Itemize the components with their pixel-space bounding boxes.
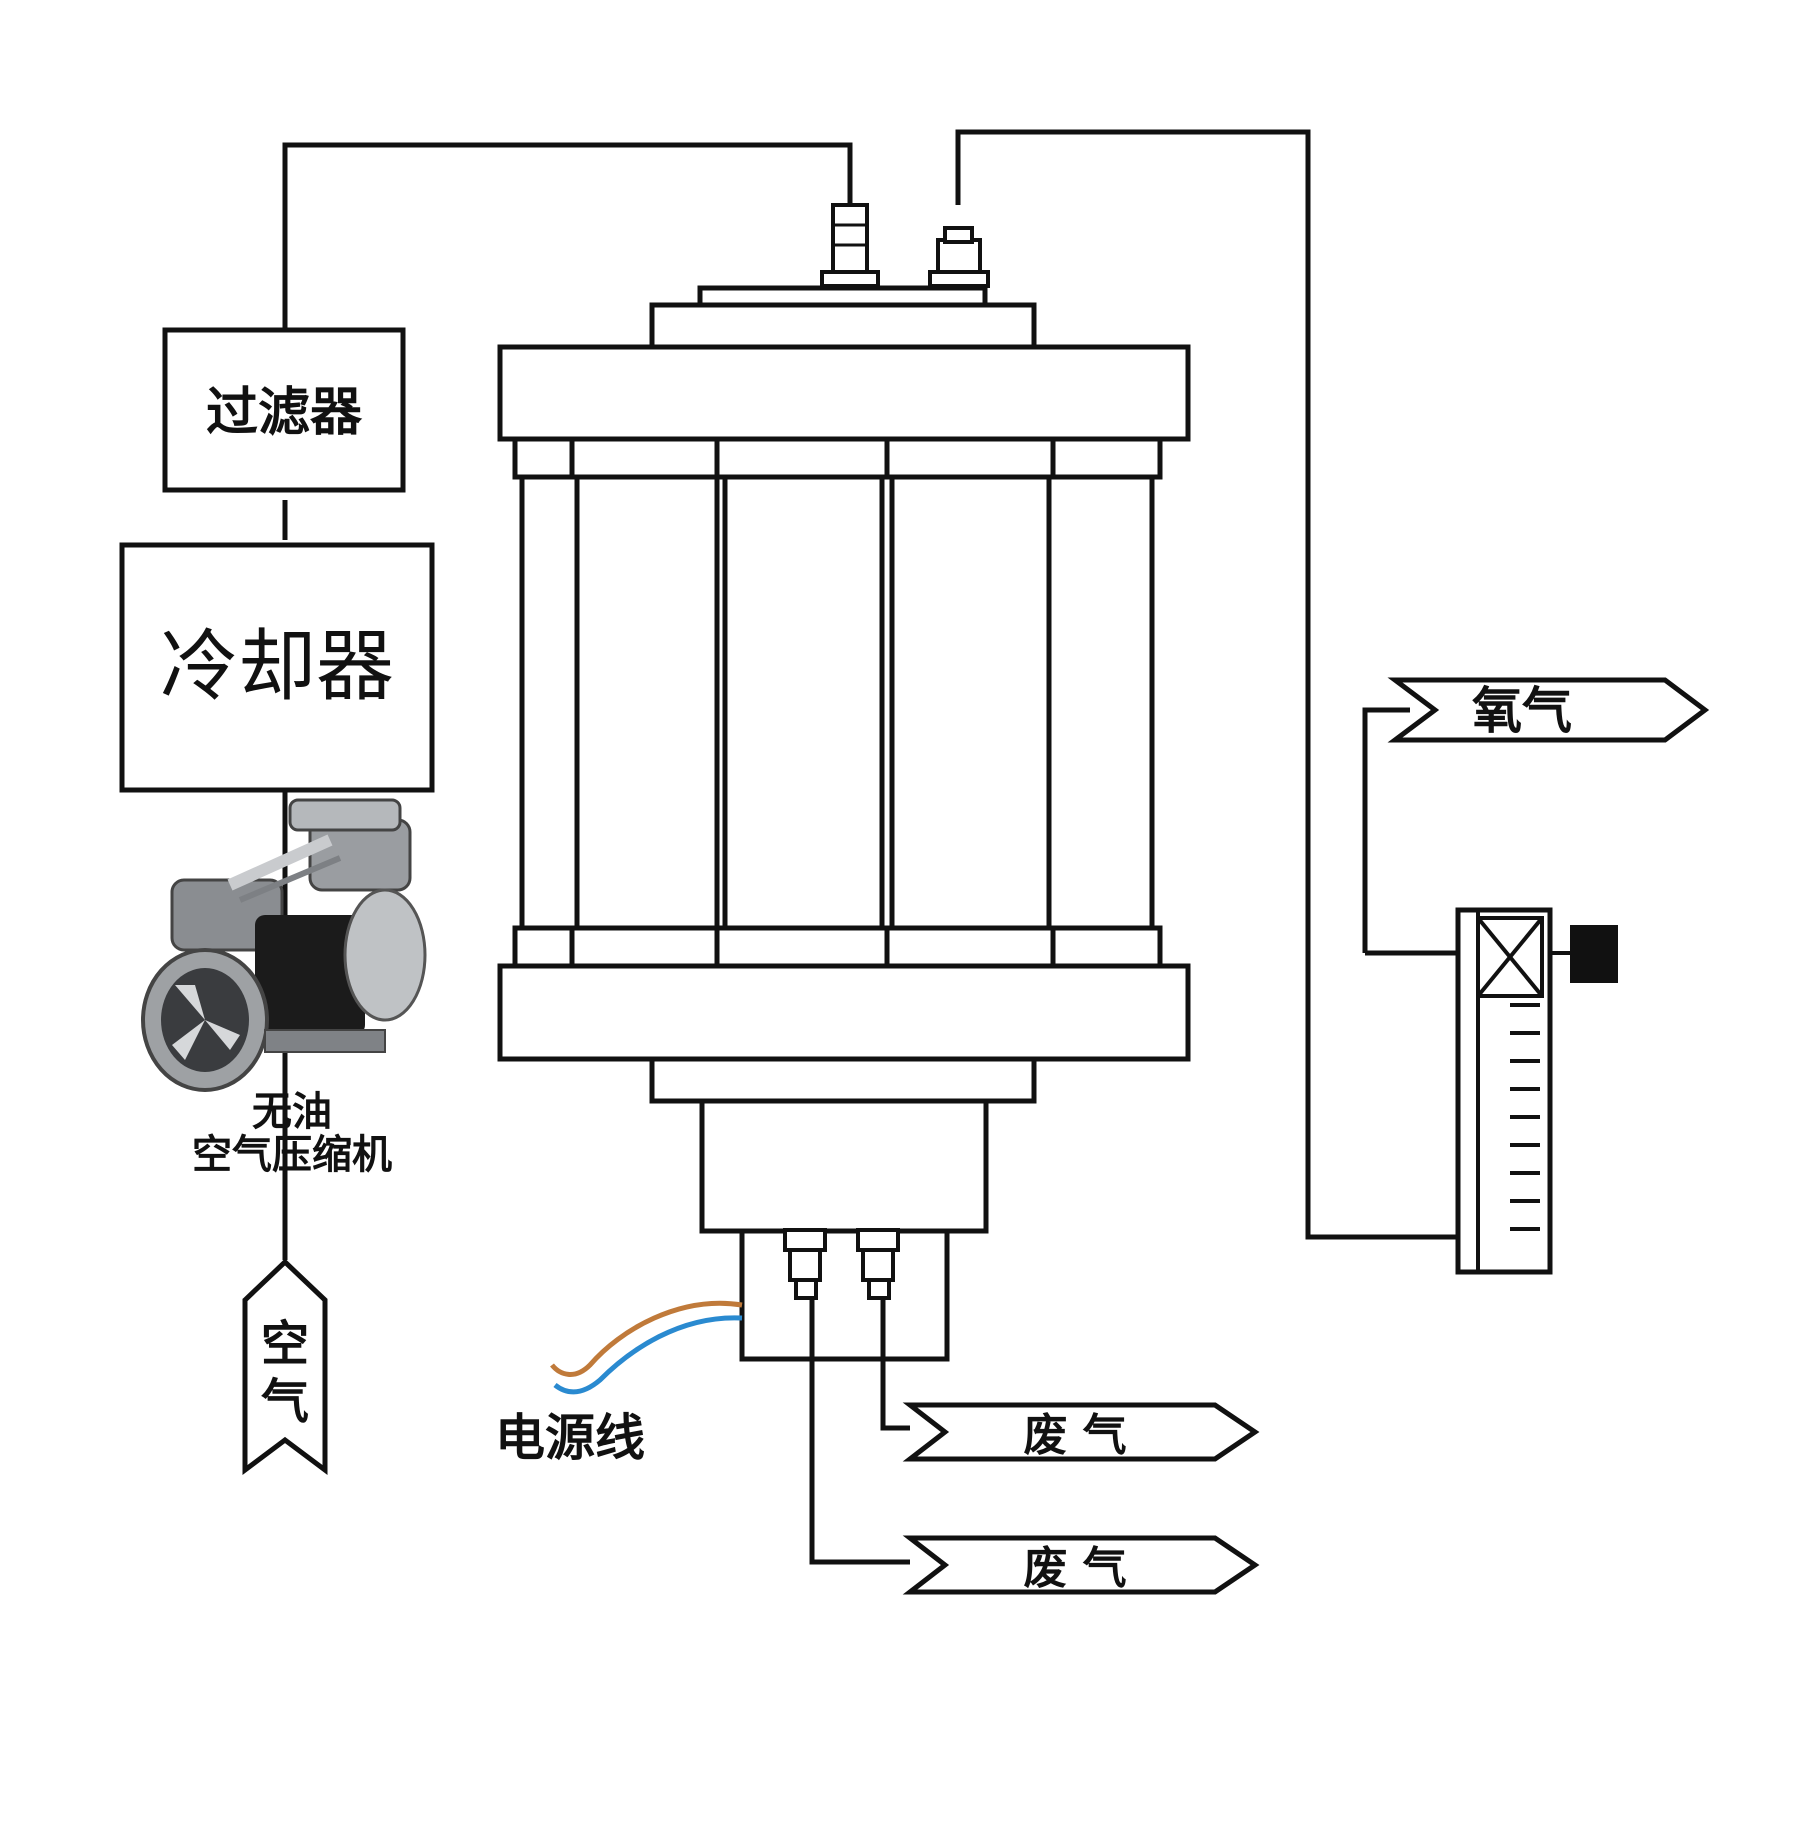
flowmeter-scale [1510, 1003, 1540, 1231]
top-inlet-fitting [820, 203, 880, 288]
power-cable [550, 1300, 743, 1395]
flowmeter-knob [1570, 925, 1618, 983]
air-inlet-arrow: 空 气 [242, 1258, 328, 1475]
top-outlet-fitting [928, 226, 990, 288]
power-cable-label: 电源线 [495, 1409, 645, 1467]
oxygen-arrow: 氧气 [1387, 677, 1710, 743]
oxygen-label: 氧气 [1472, 682, 1572, 740]
cooler-label: 冷却器 [160, 622, 394, 712]
power-cable-blue [553, 1315, 743, 1395]
concentrator-body [497, 203, 1191, 1362]
exhaust-pipes [809, 1298, 910, 1565]
exhaust-label-2: 废 气 [1023, 1543, 1126, 1594]
power-cable-brown [550, 1300, 743, 1377]
air-inlet-label-2: 气 [261, 1374, 309, 1430]
oxygen-pipe [955, 129, 1460, 1240]
cooler-box: 冷却器 [119, 542, 435, 793]
exhaust-arrow-1: 废 气 [902, 1402, 1260, 1462]
compressor-label-line1: 无油 [252, 1089, 332, 1135]
filter-box: 过滤器 [162, 327, 406, 493]
exhaust-label-1: 废 气 [1023, 1410, 1126, 1461]
bottom-fitting-left [783, 1228, 827, 1300]
filter-label: 过滤器 [206, 383, 363, 443]
compressor-label-line2: 空气压缩机 [192, 1132, 392, 1178]
exhaust-arrow-2: 废 气 [902, 1535, 1260, 1595]
bottom-fitting-right [856, 1228, 900, 1300]
compressor-image [141, 798, 427, 1092]
flowmeter [1455, 907, 1618, 1275]
air-inlet-label-1: 空 [261, 1316, 309, 1372]
